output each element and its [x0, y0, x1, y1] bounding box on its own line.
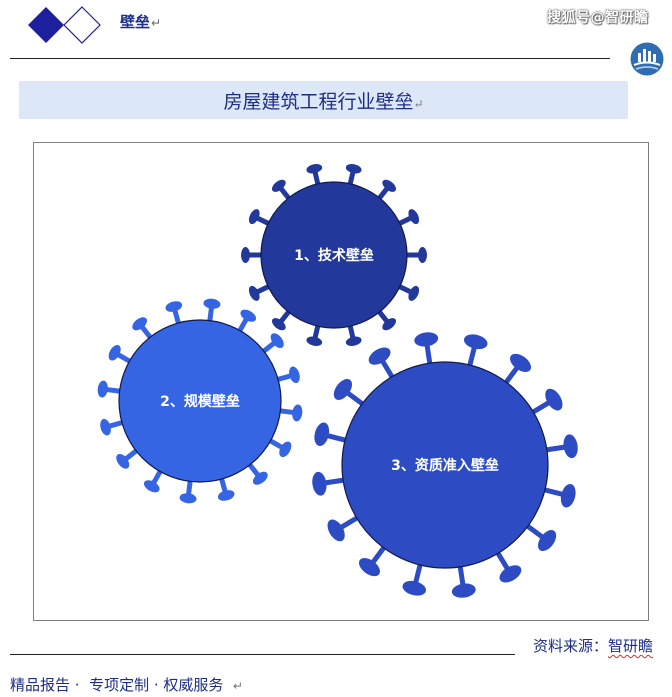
gear-spike-cap — [510, 353, 532, 372]
gear-diagram: 1、技术壁垒 2、规模壁垒 3、资质准入壁垒 — [97, 163, 578, 598]
gear-spike-cap — [414, 332, 439, 347]
gear-label: 2、规模壁垒 — [160, 393, 240, 410]
footer-rule — [10, 654, 515, 655]
gear-spike-cap — [270, 333, 284, 349]
gear-spike-cap — [240, 309, 257, 322]
gear-spike-cap — [100, 418, 111, 436]
gear-body — [341, 361, 549, 569]
header-rule — [10, 58, 610, 59]
gear-body — [118, 319, 282, 483]
gear-spike-cap — [368, 347, 391, 365]
gear-spike-cap — [418, 247, 427, 263]
paragraph-mark: ↵ — [413, 96, 424, 111]
gear-spike-cap — [271, 179, 286, 192]
gear-spike-cap — [241, 247, 250, 263]
gear-spike-cap — [132, 317, 148, 331]
gear-label: 3、资质准入壁垒 — [391, 457, 499, 474]
page-title: 房屋建筑工程行业壁垒↵ — [223, 90, 424, 113]
gear-spike-cap — [382, 318, 397, 331]
footer-tagline: 精品报告 · 专项定制 · 权威服务 ↵ — [10, 676, 243, 694]
gear-spike-cap — [408, 209, 420, 225]
gear-spike-cap — [252, 471, 268, 485]
gear-spike-cap — [463, 334, 488, 350]
gear-spike-cap — [312, 471, 327, 496]
paragraph-mark: ↵ — [232, 679, 243, 693]
gear-spike-cap — [289, 366, 300, 384]
gear-spike-cap — [563, 434, 578, 459]
gear-spike-cap — [248, 285, 260, 301]
header-title: 壁垒↵ — [120, 13, 162, 31]
gear-spike-cap — [314, 422, 330, 447]
gear-spike-cap — [108, 344, 121, 361]
gear-spike-cap — [545, 388, 563, 411]
gear-spike-cap — [408, 285, 420, 301]
company-logo-icon — [630, 42, 664, 76]
gear-spike-cap — [333, 378, 352, 400]
source-note: 资料来源：智研瞻 — [533, 637, 654, 655]
watermark-text: 搜狐号@智研瞻 — [547, 10, 649, 26]
gear-spike-cap — [248, 209, 260, 225]
diamond-logo-icon — [28, 6, 101, 44]
gear-spike-cap — [97, 380, 108, 398]
gear-spike-cap — [345, 163, 362, 174]
gear-spike-cap — [402, 580, 427, 596]
gear-3: 3、资质准入壁垒 — [312, 332, 578, 598]
gear-spike-cap — [203, 298, 221, 309]
gear-spike-cap — [382, 179, 397, 192]
gear-spike-cap — [499, 565, 522, 583]
gear-spike-cap — [279, 441, 292, 458]
gear-spike-cap — [165, 301, 183, 312]
gear-spike-cap — [451, 583, 476, 598]
gear-spike-cap — [306, 336, 323, 347]
diagram-frame: 1、技术壁垒 2、规模壁垒 3、资质准入壁垒 — [33, 142, 649, 621]
source-brand: 智研瞻 — [608, 637, 654, 655]
gear-spike-cap — [538, 530, 557, 552]
gear-spike-cap — [292, 404, 303, 422]
gear-spike-cap — [116, 453, 130, 469]
gear-spike-cap — [345, 336, 362, 347]
gear-spike-cap — [327, 519, 345, 542]
gear-spike-cap — [179, 493, 197, 504]
gear-spike-cap — [306, 163, 323, 174]
gear-spike-cap — [271, 318, 286, 331]
paragraph-mark: ↵ — [151, 16, 162, 30]
gear-spike-cap — [358, 558, 380, 577]
title-banner: 房屋建筑工程行业壁垒↵ — [19, 81, 628, 119]
gear-1: 1、技术壁垒 — [241, 163, 427, 347]
gear-spike-cap — [143, 480, 160, 493]
gear-spike-cap — [560, 483, 576, 508]
gear-spike-cap — [217, 490, 235, 501]
gear-2: 2、规模壁垒 — [97, 298, 303, 504]
gear-label: 1、技术壁垒 — [294, 247, 374, 264]
gear-body — [260, 181, 408, 329]
